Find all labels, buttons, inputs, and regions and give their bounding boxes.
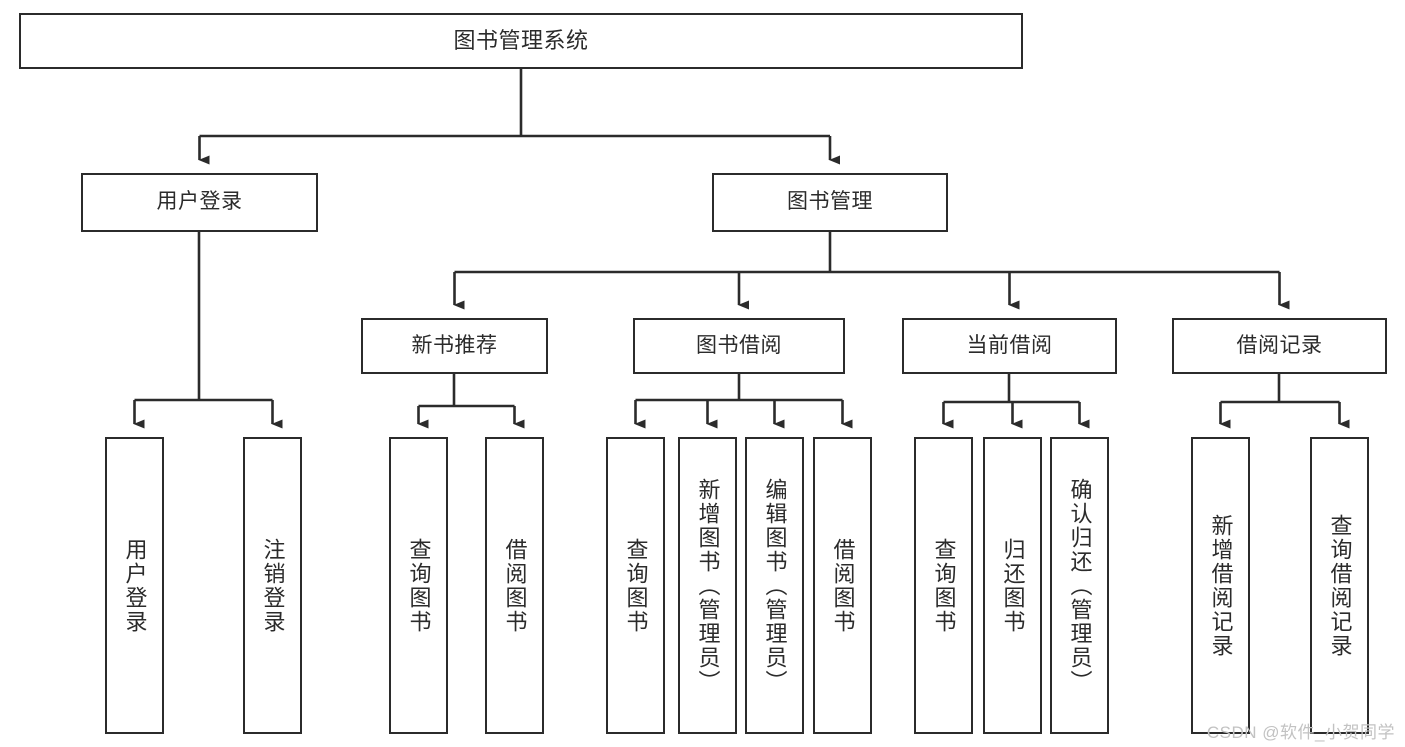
- leaf-node[interactable]: 查询借阅记录: [1310, 437, 1369, 734]
- level1-node[interactable]: 图书管理: [712, 173, 948, 232]
- level2-node[interactable]: 当前借阅: [902, 318, 1117, 374]
- leaf-node[interactable]: 查询图书: [389, 437, 448, 734]
- node-label: 新增图书（管理员）: [695, 477, 721, 694]
- leaf-node[interactable]: 新增借阅记录: [1191, 437, 1250, 734]
- leaf-node[interactable]: 编辑图书（管理员）: [745, 437, 804, 734]
- node-label: 借阅图书: [830, 537, 856, 634]
- node-label: 查询图书: [406, 537, 432, 634]
- node-label: 归还图书: [1000, 537, 1026, 634]
- leaf-node[interactable]: 借阅图书: [813, 437, 872, 734]
- level2-node[interactable]: 新书推荐: [361, 318, 548, 374]
- level2-node[interactable]: 借阅记录: [1172, 318, 1387, 374]
- level1-node[interactable]: 用户登录: [81, 173, 318, 232]
- node-label: 注销登录: [260, 537, 286, 634]
- node-label: 用户登录: [156, 190, 243, 214]
- node-label: 查询图书: [623, 537, 649, 634]
- node-label: 用户登录: [122, 537, 148, 634]
- root-node[interactable]: 图书管理系统: [19, 13, 1023, 69]
- node-label: 图书管理: [787, 190, 873, 214]
- node-label: 借阅图书: [502, 537, 528, 634]
- node-label: 当前借阅: [966, 333, 1053, 357]
- node-label: 图书管理系统: [453, 28, 589, 54]
- node-label: 图书借阅: [696, 333, 782, 357]
- node-label: 借阅记录: [1236, 333, 1323, 357]
- level2-node[interactable]: 图书借阅: [633, 318, 845, 374]
- leaf-node[interactable]: 借阅图书: [485, 437, 544, 734]
- leaf-node[interactable]: 确认归还（管理员）: [1050, 437, 1109, 734]
- node-label: 编辑图书（管理员）: [762, 477, 788, 694]
- leaf-node[interactable]: 新增图书（管理员）: [678, 437, 737, 734]
- node-label: 查询借阅记录: [1327, 513, 1353, 658]
- leaf-node[interactable]: 查询图书: [914, 437, 973, 734]
- leaf-node[interactable]: 归还图书: [983, 437, 1042, 734]
- node-label: 查询图书: [931, 537, 957, 634]
- leaf-node[interactable]: 用户登录: [105, 437, 164, 734]
- node-label: 新增借阅记录: [1208, 513, 1234, 658]
- node-label: 确认归还（管理员）: [1067, 477, 1093, 694]
- node-label: 新书推荐: [411, 333, 498, 357]
- leaf-node[interactable]: 注销登录: [243, 437, 302, 734]
- leaf-node[interactable]: 查询图书: [606, 437, 665, 734]
